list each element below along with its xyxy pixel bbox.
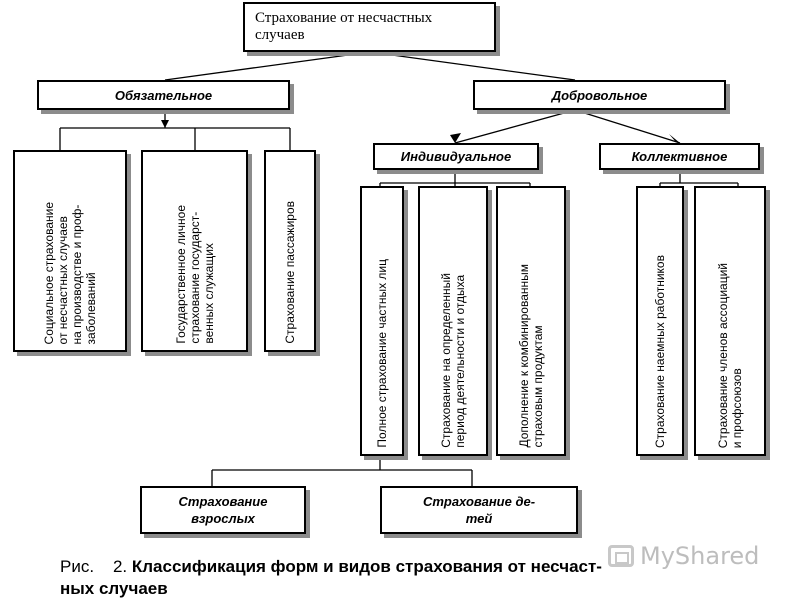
mandatory-label: Обязательное [114,87,213,103]
full-insurance-box: Полное страхование частных лиц [360,186,404,456]
employees-insurance-box: Страхование наемных работников [636,186,684,456]
full-insurance-label: Полное страхование частных лиц [375,259,389,448]
watermark: MyShared [608,542,759,570]
adults-insurance-box: Страхование взрослых [140,486,306,534]
passenger-insurance-label: Страхование пассажиров [283,201,297,344]
collective-box: Коллективное [599,143,760,170]
associations-insurance-label: Страхование членов ассоциаций и профсоюз… [716,262,744,448]
social-insurance-label: Социальное страхование от несчастных слу… [42,201,98,344]
passenger-insurance-box: Страхование пассажиров [264,150,316,352]
associations-insurance-box: Страхование членов ассоциаций и профсоюз… [694,186,766,456]
caption-text: Классификация форм и видов страхования о… [60,557,602,598]
period-insurance-box: Страхование на определенный период деяте… [418,186,488,456]
employees-insurance-label: Страхование наемных работников [653,254,667,448]
root-label: Страхование от несчастных случаев [255,10,433,43]
adults-insurance-label: Страхование взрослых [178,494,268,526]
root-box: Страхование от несчастных случаев [243,2,496,52]
period-insurance-label: Страхование на определенный период деяте… [439,273,467,448]
individual-box: Индивидуальное [373,143,539,170]
children-insurance-label: Страхование де- тей [422,494,536,526]
voluntary-label: Добровольное [551,87,648,103]
mandatory-box: Обязательное [37,80,290,110]
voluntary-box: Добровольное [473,80,726,110]
addon-insurance-box: Дополнение к комбинированным страховым п… [496,186,566,456]
caption-prefix: Рис. 2. [60,557,132,576]
social-insurance-box: Социальное страхование от несчастных слу… [13,150,127,352]
children-insurance-box: Страхование де- тей [380,486,578,534]
figure-caption: Рис. 2. Классификация форм и видов страх… [60,556,790,600]
addon-insurance-label: Дополнение к комбинированным страховым п… [517,264,545,448]
watermark-text: MyShared [640,542,760,570]
state-insurance-box: Государственное личное страхование госуд… [141,150,248,352]
watermark-logo-icon [608,545,634,567]
state-insurance-label: Государственное личное страхование госуд… [173,205,216,344]
individual-label: Индивидуальное [400,149,512,164]
collective-label: Коллективное [631,149,728,164]
